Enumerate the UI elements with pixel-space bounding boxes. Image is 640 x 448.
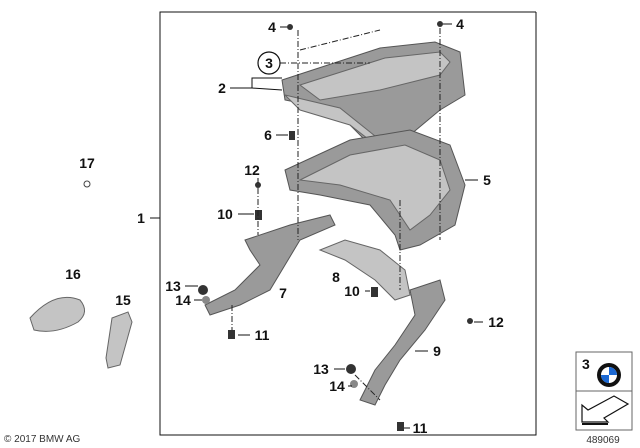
label-12[interactable]: 12: [488, 314, 504, 330]
label-2[interactable]: 2: [218, 80, 226, 96]
part-7-left-bracket[interactable]: [204, 214, 336, 316]
label-14[interactable]: 14: [175, 292, 191, 308]
label-4[interactable]: 4: [456, 16, 464, 32]
label-16[interactable]: 16: [65, 266, 81, 282]
screws: [198, 21, 473, 431]
part-2-upper-rack[interactable]: [281, 41, 466, 153]
label-10[interactable]: 10: [217, 206, 233, 222]
label-13[interactable]: 13: [165, 278, 181, 294]
label-13[interactable]: 13: [313, 361, 329, 377]
label-11[interactable]: 11: [413, 420, 428, 436]
label-3[interactable]: 3: [265, 55, 273, 71]
label-9[interactable]: 9: [433, 343, 441, 359]
legend-box: 3: [575, 351, 633, 431]
label-6[interactable]: 6: [264, 127, 272, 143]
assembly-lines: [231, 28, 441, 401]
label-17[interactable]: 17: [79, 155, 95, 171]
assembly-frame: [159, 11, 537, 436]
callout-circle-3: [257, 51, 281, 75]
part-15-strip[interactable]: [105, 311, 133, 369]
drawing-number: 489069: [586, 435, 620, 446]
label-7[interactable]: 7: [279, 285, 287, 301]
bmw-logo-icon: [597, 363, 621, 387]
part-8-cover[interactable]: [318, 239, 411, 301]
legend-number: 3: [582, 356, 590, 372]
label-8[interactable]: 8: [332, 269, 340, 285]
arrow-icon: [581, 395, 630, 423]
part-17-ring[interactable]: [83, 180, 91, 188]
label-1[interactable]: 1: [137, 210, 145, 226]
label-10[interactable]: 10: [344, 283, 360, 299]
leader-lines: [185, 23, 483, 429]
part-16-cap[interactable]: [29, 296, 85, 332]
part-9-right-bracket[interactable]: [359, 279, 446, 406]
part-5-lower-frame[interactable]: [284, 129, 466, 251]
label-14[interactable]: 14: [329, 378, 345, 394]
label-11[interactable]: 11: [255, 327, 270, 343]
copyright: © 2017 BMW AG: [4, 434, 81, 445]
label-5[interactable]: 5: [483, 172, 491, 188]
part-labels: 1 2 3 4 4 5 6 7 8 9 10 10 11 11 12 12 13…: [65, 16, 504, 436]
label-15[interactable]: 15: [115, 292, 131, 308]
label-12[interactable]: 12: [244, 162, 260, 178]
label-4[interactable]: 4: [268, 19, 276, 35]
